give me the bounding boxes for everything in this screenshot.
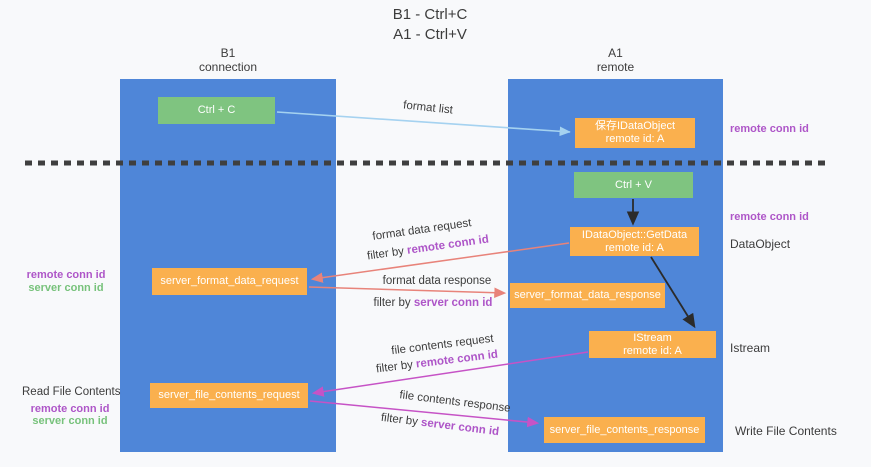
- getdata-line2: remote id: A: [605, 241, 664, 254]
- remote-conn-id-annotation: remote conn id: [26, 269, 106, 281]
- getdata-line1: IDataObject::GetData: [581, 228, 688, 241]
- lifeline-b1-name: B1: [220, 46, 236, 60]
- remote-conn-id-annotation-top: remote conn id: [730, 123, 809, 135]
- title-line-1: B1 - Ctrl+C: [392, 6, 468, 23]
- getdata-to-istream-arrow: [650, 256, 696, 329]
- dataobject-annotation: DataObject: [730, 237, 791, 251]
- write-file-contents-annotation: Write File Contents: [735, 424, 837, 438]
- left-conn-id-annotation-top: remote conn id server conn id: [22, 269, 110, 294]
- save-dataobject-line1: 保存IDataObject: [594, 120, 676, 132]
- read-file-contents-annotation: Read File Contents: [22, 386, 121, 398]
- save-dataobject-node: 保存IDataObject remote id: A: [575, 118, 695, 148]
- istream-node: IStream remote id: A: [589, 331, 716, 358]
- filter-by-text: filter by: [373, 297, 414, 309]
- ctrl-v-node: Ctrl + V: [574, 172, 693, 198]
- getdata-node: IDataObject::GetData remote id: A: [570, 227, 699, 256]
- lifeline-a1-name: A1: [608, 46, 623, 60]
- title-line-2: A1 - Ctrl+V: [393, 26, 467, 43]
- format-list-arrow: [276, 111, 571, 137]
- ctrl-c-node: Ctrl + C: [158, 97, 275, 124]
- lifeline-a1-subtitle: remote: [596, 60, 635, 74]
- server-file-contents-response-label: server_file_contents_response: [549, 423, 700, 436]
- server-file-contents-request-node: server_file_contents_request: [150, 383, 308, 408]
- left-conn-id-annotation-bottom: Read File Contents remote conn id server…: [22, 386, 121, 428]
- server-format-data-request-label: server_format_data_request: [160, 275, 299, 287]
- format-data-response-label: format data response: [382, 275, 492, 287]
- server-conn-id-key: server conn id: [413, 297, 493, 309]
- lifeline-header-a1: A1 remote: [508, 46, 723, 74]
- diagram-title: B1 - Ctrl+C A1 - Ctrl+V: [310, 5, 550, 45]
- file-contents-response-arrow: [309, 400, 540, 428]
- server-conn-id-annotation: server conn id: [32, 415, 108, 427]
- istream-line1: IStream: [633, 331, 672, 344]
- format-data-request-arrow: [310, 242, 570, 283]
- server-format-data-response-label: server_format_data_response: [514, 289, 661, 301]
- server-format-data-request-node: server_format_data_request: [152, 268, 307, 295]
- format-data-response-filter-label: filter by server conn id: [368, 297, 498, 309]
- lifeline-header-b1: B1 connection: [120, 46, 336, 74]
- istream-annotation: Istream: [730, 341, 771, 355]
- remote-conn-id-annotation-mid: remote conn id: [730, 211, 809, 223]
- server-format-data-response-node: server_format_data_response: [510, 283, 665, 308]
- lifeline-b1-subtitle: connection: [198, 60, 258, 74]
- ctrl-v-label: Ctrl + V: [615, 178, 652, 191]
- istream-line2: remote id: A: [623, 344, 682, 357]
- save-dataobject-line2: remote id: A: [605, 133, 665, 145]
- server-conn-id-annotation: server conn id: [28, 281, 104, 294]
- server-file-contents-response-node: server_file_contents_response: [544, 417, 705, 443]
- format-data-response-arrow: [308, 286, 507, 298]
- server-file-contents-request-label: server_file_contents_request: [158, 389, 300, 401]
- file-contents-request-arrow: [311, 351, 589, 397]
- ctrl-c-label: Ctrl + C: [197, 104, 236, 116]
- remote-conn-id-annotation: remote conn id: [30, 402, 110, 415]
